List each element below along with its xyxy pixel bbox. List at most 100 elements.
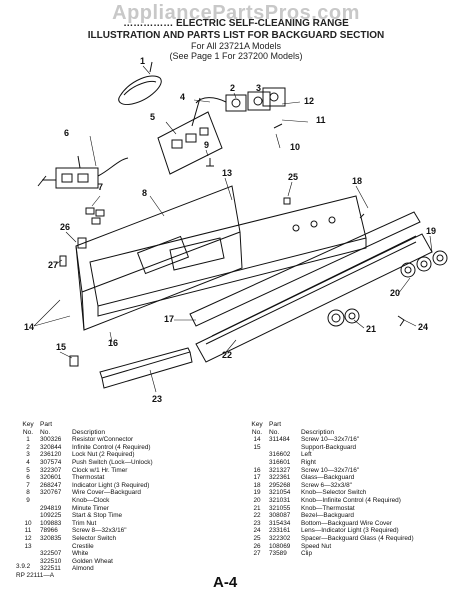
description: Knob—Thermostat — [301, 504, 355, 512]
table-row: 17 322361 Glass—Backguard — [245, 474, 465, 482]
description: Lock Nut (2 Required) — [72, 451, 135, 459]
part-no: 78966 — [40, 527, 58, 535]
description: Selector Switch — [72, 534, 117, 542]
callout-2: 2 — [230, 83, 235, 93]
part-no: 322511 — [40, 565, 61, 573]
part-no: 311484 — [269, 436, 290, 444]
description: Lens—Indicator Light (3 Required) — [301, 527, 399, 535]
description: Spacer—Backguard Glass (4 Required) — [301, 534, 414, 542]
key-no — [245, 459, 269, 467]
description: Indicator Light (3 Required) — [72, 481, 150, 489]
part-no: 321055 — [269, 504, 291, 512]
description: Right — [301, 458, 316, 466]
key-no: 13 — [24, 542, 32, 550]
callout-17: 17 — [164, 314, 174, 324]
key-no: 11 — [24, 527, 32, 535]
part-no: 322510 — [40, 557, 62, 565]
callout-9: 9 — [204, 140, 209, 150]
part-no: 321031 — [269, 496, 291, 504]
part-no: 109883 — [40, 519, 62, 527]
part-no: 268247 — [40, 481, 62, 489]
description: Knob—Infinite Control (4 Required) — [301, 496, 401, 504]
part-no: 236120 — [40, 451, 62, 459]
description: Screw 6—32x3/8" — [301, 481, 352, 489]
key-no — [245, 451, 269, 459]
part-header: Part — [269, 421, 282, 428]
callout-6: 6 — [64, 128, 69, 138]
part-no: 109225 — [40, 512, 62, 520]
key-no — [16, 550, 40, 558]
key-no: 2 — [26, 443, 30, 451]
key-no: 24 — [253, 527, 261, 535]
part-no: 322361 — [269, 474, 291, 482]
leader-lines — [33, 65, 433, 393]
description: Trim Nut — [72, 519, 97, 527]
key-no: 26 — [253, 542, 261, 550]
part-no: 316601 — [269, 458, 291, 466]
description-header: Description — [72, 428, 105, 436]
description: Screw 8—32x3/16" — [72, 527, 127, 535]
description: Support-Backguard — [301, 443, 357, 451]
table-row: 316601 Right — [245, 459, 465, 467]
key-header: Key — [22, 421, 34, 428]
footer-ref: RP 22111—A — [16, 572, 55, 579]
description: Start & Stop Time — [72, 512, 123, 520]
callout-26: 26 — [60, 222, 70, 232]
key-no: 8 — [26, 489, 30, 497]
part-no: 316602 — [269, 451, 291, 459]
callout-7: 7 — [98, 182, 103, 192]
footer-date: 3.9.2 — [16, 563, 31, 570]
part-no: 322507 — [40, 550, 62, 558]
part-no: 320601 — [40, 474, 62, 482]
callout-16: 16 — [108, 338, 118, 348]
part-resistor — [118, 61, 162, 105]
part-no: 108069 — [269, 542, 291, 550]
title-line-2: ILLUSTRATION AND PARTS LIST FOR BACKGUAR… — [87, 30, 385, 41]
callout-25: 25 — [288, 172, 298, 182]
description: Glass—Backguard — [301, 474, 355, 482]
table-row: 322507 White — [16, 550, 246, 558]
key-no: 17 — [253, 474, 261, 482]
description: Screw 10—32x7/16" — [301, 466, 360, 474]
description: Clock w/1 Hr. Timer — [72, 466, 128, 474]
part-infinite-controls — [195, 87, 286, 112]
key-no: 3 — [26, 451, 30, 459]
callout-13: 13 — [222, 168, 232, 178]
watermark: AppliancePartsPros.com — [112, 2, 360, 24]
exploded-diagram: 1234567891011121314151617181920212223242… — [24, 56, 448, 404]
description: Thermostat — [72, 474, 105, 482]
key-header: Key — [251, 421, 263, 428]
description: White — [72, 550, 89, 558]
part-no: 307574 — [40, 458, 62, 466]
key-no: 15 — [253, 443, 261, 451]
key-header: No. — [251, 428, 263, 436]
callout-12: 12 — [304, 96, 314, 106]
callout-15: 15 — [56, 342, 66, 352]
callout-20: 20 — [390, 288, 400, 298]
table-row: 109225 Start & Stop Time — [16, 512, 246, 520]
key-no: 4 — [26, 458, 30, 466]
key-header: No. — [22, 428, 34, 436]
callout-3: 3 — [256, 83, 261, 93]
part-glass-bezel — [189, 211, 433, 363]
part-no: 315434 — [269, 519, 291, 527]
part-no: 322307 — [40, 466, 62, 474]
part-indicator-lights — [85, 207, 105, 225]
description: Knob—Selector Switch — [301, 489, 367, 497]
key-no: 1 — [26, 436, 30, 444]
callout-11: 11 — [316, 115, 326, 125]
part-no: 308087 — [269, 512, 291, 520]
key-no: 23 — [253, 519, 261, 527]
callout-27: 27 — [48, 260, 58, 270]
